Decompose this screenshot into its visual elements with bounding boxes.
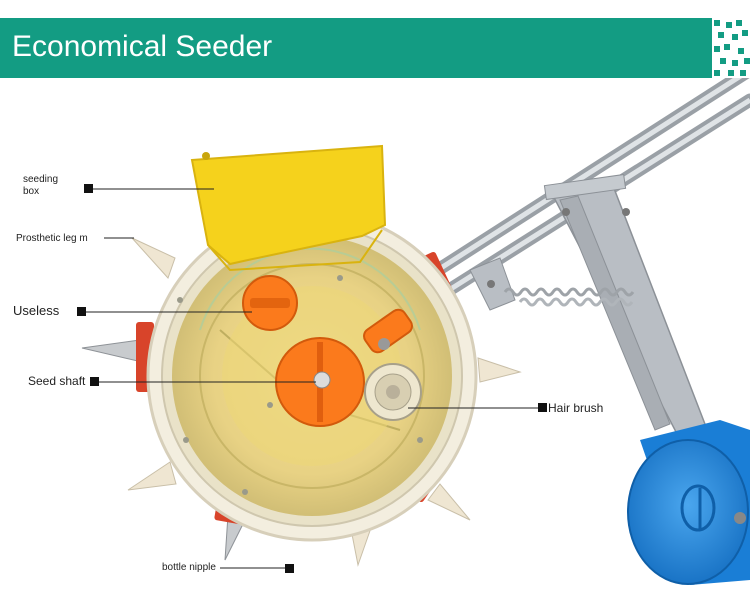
spring	[503, 287, 635, 307]
callout-marker-bottle-nipple	[285, 564, 294, 573]
page-title: Economical Seeder	[12, 30, 273, 63]
title-banner: Economical Seeder	[0, 18, 712, 78]
label-seed-shaft: Seed shaft	[28, 374, 86, 388]
callout-marker-useless	[77, 307, 86, 316]
callout-marker-seeding-box	[84, 184, 93, 193]
callout-lines	[82, 188, 540, 569]
label-prosthetic-leg: Prosthetic leg m	[16, 233, 88, 244]
callout-marker-seed-shaft	[90, 377, 99, 386]
label-useless: Useless	[13, 303, 60, 318]
label-bottle-nipple: bottle nipple	[162, 562, 216, 573]
pole-clamp	[363, 308, 413, 354]
seed-shaft-disc	[275, 337, 365, 427]
label-seeding-box-line1: seeding	[23, 174, 59, 185]
seeding-box	[190, 144, 387, 272]
callout-marker-hair-brush	[538, 403, 547, 412]
useless-knob	[242, 275, 298, 331]
label-seeding-box-line2: box	[23, 186, 40, 197]
label-hair-brush: Hair brush	[548, 401, 604, 415]
hair-brush-wheel	[364, 363, 422, 421]
press-drum	[627, 420, 750, 585]
label-seeding-box: seeding box	[23, 174, 58, 198]
corner-pattern-graphic	[712, 18, 750, 78]
